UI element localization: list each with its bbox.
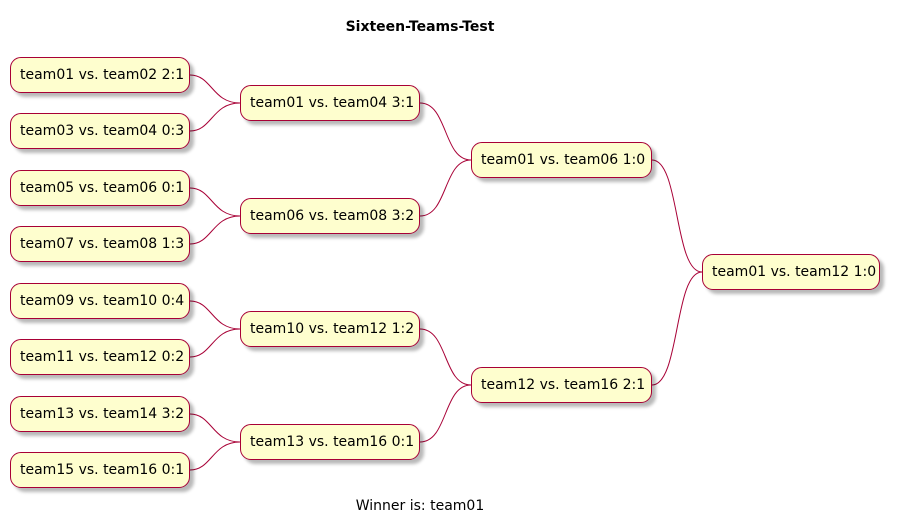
connector-qf-4 [419,384,472,443]
connector-r1-2 [189,102,241,132]
match-round1-6: team11 vs. team12 0:2 [10,339,190,375]
connector-qf-3 [419,328,472,386]
match-round1-2: team03 vs. team04 0:3 [10,113,190,149]
match-round1-8: team15 vs. team16 0:1 [10,452,190,488]
match-quarterfinal-2: team06 vs. team08 3:2 [240,198,420,234]
match-final: team01 vs. team12 1:0 [702,254,880,290]
connector-sf-1 [651,159,703,273]
connector-r1-7 [189,413,241,443]
connector-r1-3 [189,187,241,217]
match-quarterfinal-4: team13 vs. team16 0:1 [240,424,420,460]
match-quarterfinal-1: team01 vs. team04 3:1 [240,85,420,121]
connector-sf-2 [651,271,703,386]
connector-r1-5 [189,300,241,330]
match-round1-1: team01 vs. team02 2:1 [10,57,190,93]
match-round1-5: team09 vs. team10 0:4 [10,283,190,319]
match-semifinal-1: team01 vs. team06 1:0 [471,142,652,178]
match-round1-7: team13 vs. team14 3:2 [10,396,190,432]
connector-r1-6 [189,328,241,358]
connector-qf-1 [419,102,472,161]
connector-r1-1 [189,74,241,104]
connector-qf-2 [419,159,472,217]
match-quarterfinal-3: team10 vs. team12 1:2 [240,311,420,347]
match-semifinal-2: team12 vs. team16 2:1 [471,367,652,403]
match-round1-4: team07 vs. team08 1:3 [10,226,190,262]
connector-r1-4 [189,215,241,245]
match-round1-3: team05 vs. team06 0:1 [10,170,190,206]
connector-r1-8 [189,441,241,471]
diagram-title: Sixteen-Teams-Test [345,19,495,35]
winner-footer: Winner is: team01 [355,498,485,514]
